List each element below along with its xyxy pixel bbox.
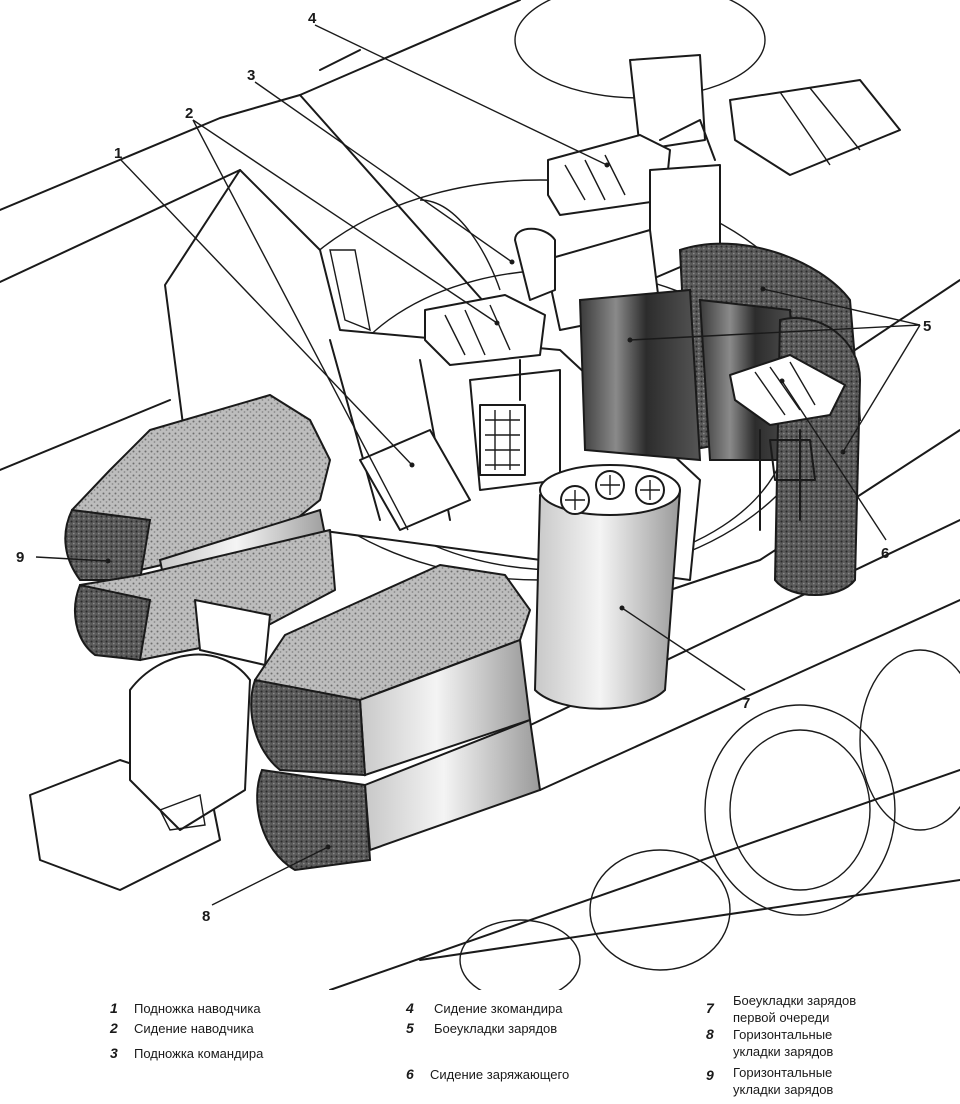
callout-labels: 1 2 3 4 5 6 7 8 9 [16,10,931,925]
callout-2: 2 [185,105,193,122]
leader-lines [35,24,921,906]
legend-label-1: Подножка наводчика [134,1001,261,1016]
legend-number-9: 9 [706,1067,714,1083]
legend-label-8: Горизонтальные укладки зарядов [733,1027,834,1059]
legend-number-1: 1 [110,1000,118,1016]
first-stage-ammo-rack [533,464,682,710]
callout-4: 4 [308,10,317,27]
legend-number-2: 2 [110,1020,118,1036]
road-wheels [459,649,960,990]
legend-label-5: Боеукладки зарядов [434,1021,558,1036]
callout-5: 5 [923,318,931,335]
front-seat [29,599,271,891]
legend-number-8: 8 [706,1026,714,1042]
commander-seat [544,54,901,331]
horizontal-stowage-8 [250,564,542,872]
legend-number-3: 3 [110,1045,118,1061]
callout-3: 3 [247,67,255,84]
legend-label-3: Подножка командира [134,1046,264,1061]
callout-9: 9 [16,549,24,566]
legend-number-5: 5 [406,1020,414,1036]
legend-label-2: Сидение наводчика [134,1021,254,1036]
callout-1: 1 [114,145,122,162]
callout-6: 6 [881,545,889,562]
legend-number-4: 4 [406,1000,414,1016]
callout-7: 7 [742,695,750,712]
horizontal-stowage-9 [64,394,336,662]
legend-number-7: 7 [706,1000,714,1016]
gunner-seat [424,227,556,401]
legend-label-9: Горизонтальные укладки зарядов [733,1065,834,1097]
legend-number-6: 6 [406,1066,414,1082]
turret-interior-drawing: 1 2 3 4 5 6 7 8 9 [0,0,960,990]
legend-label-7: Боеукладки зарядов первой очереди [733,993,857,1025]
legend-label-4: Сидение зкомандира [434,1001,563,1016]
legend-label-6: Сидение заряжающего [430,1067,570,1082]
callout-8: 8 [202,908,210,925]
